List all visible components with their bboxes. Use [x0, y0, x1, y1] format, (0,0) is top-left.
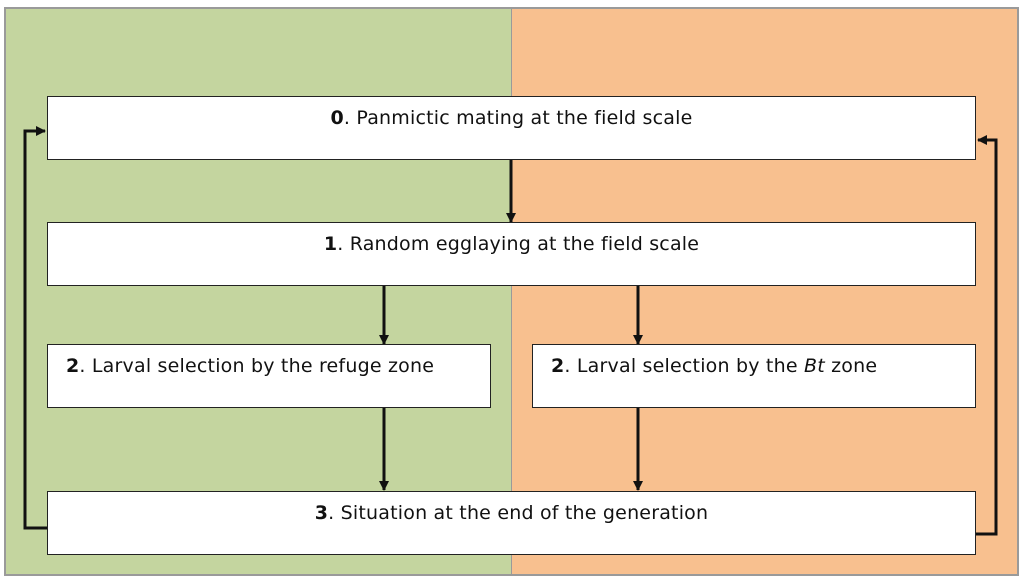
step-3-number: 3 [314, 502, 329, 524]
step-1-number: 1 [323, 233, 338, 255]
step-2-refuge-text: . Larval selection by the refuge zone [79, 355, 435, 377]
step-1-box: 1. Random egglaying at the field scale [47, 222, 976, 286]
step-2-bt-text: . Larval selection by the [564, 355, 804, 377]
step-0-box: 0. Panmictic mating at the field scale [47, 96, 976, 160]
step-1-text: . Random egglaying at the field scale [337, 233, 700, 255]
step-2-bt-italic: Bt [803, 355, 825, 377]
step-0-text: . Panmictic mating at the field scale [343, 107, 693, 129]
step-2-bt-number: 2 [551, 355, 565, 377]
step-3-text: . Situation at the end of the generation [328, 502, 709, 524]
loop-arrow-left [23, 126, 47, 530]
step-3-box: 3. Situation at the end of the generatio… [47, 491, 976, 555]
step-0-number: 0 [330, 107, 344, 129]
step-2-refuge-box: 2. Larval selection by the refuge zone [47, 344, 491, 408]
step-2-bt-box: 2. Larval selection by the Bt zone [532, 344, 976, 408]
step-2-bt-suffix: zone [824, 355, 878, 377]
step-2-refuge-number: 2 [66, 355, 80, 377]
loop-arrow-right [976, 135, 998, 536]
